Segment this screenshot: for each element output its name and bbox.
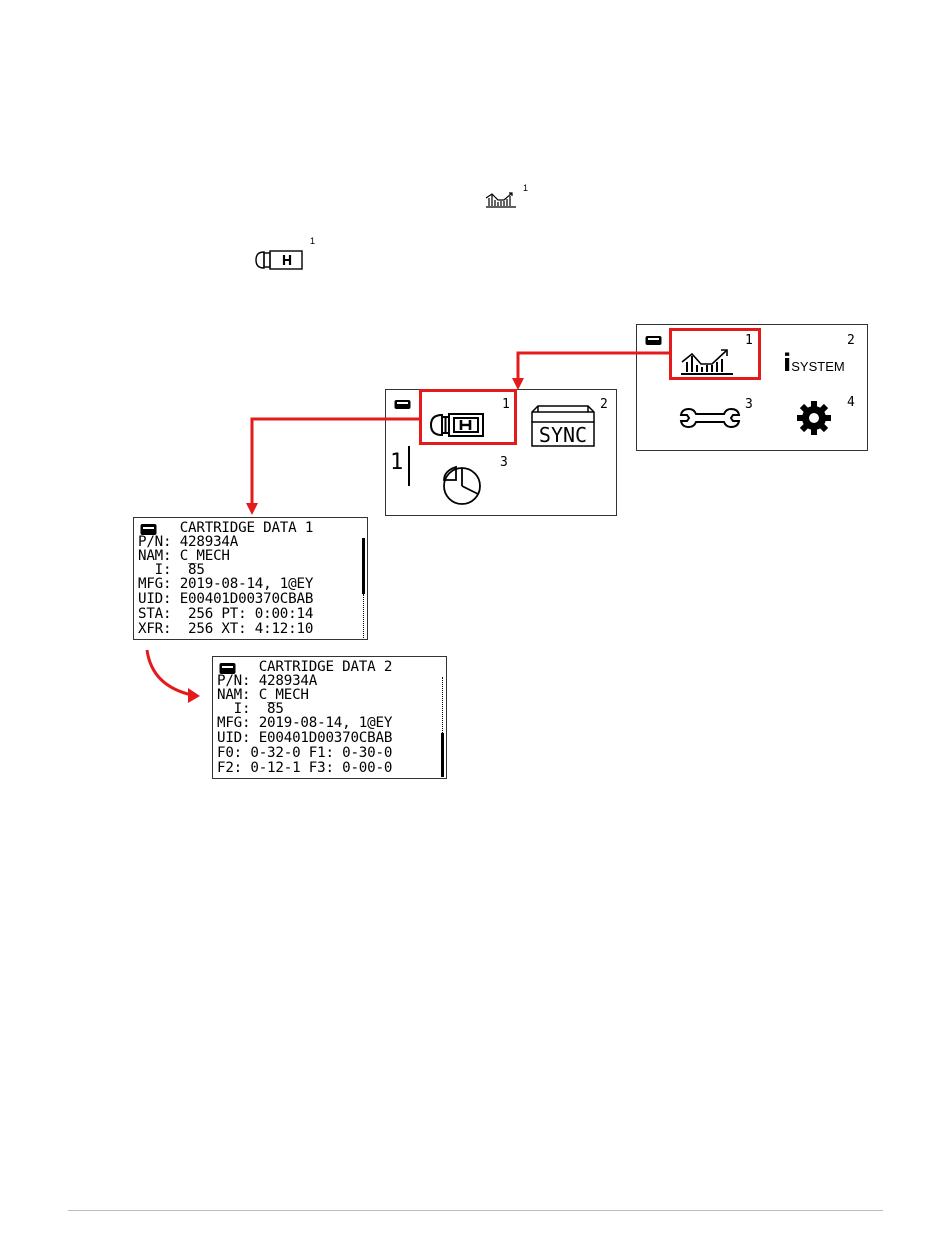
menu-cartridge-icon[interactable]	[428, 409, 504, 441]
menu-item-2-number: 2	[847, 333, 855, 348]
cursor-bar	[408, 446, 410, 486]
data2-nam: NAM: C_MECH	[217, 687, 309, 703]
data2-i: I: 85	[217, 701, 284, 717]
submenu-side-number: 1	[390, 450, 404, 475]
data2-f0-f1: F0: 0-32-0 F1: 0-30-0	[217, 745, 393, 761]
data1-sta: STA: 256 PT: 0:00:14	[138, 606, 314, 622]
data1-i: I: 85	[138, 562, 205, 578]
battery-icon	[645, 335, 663, 346]
arrow-main-to-sub	[516, 351, 669, 380]
navigation-arrows	[145, 351, 669, 703]
data1-xfr: XFR: 256 XT: 4:12:10	[138, 621, 314, 637]
cartridge-data-1-title: CARTRIDGE DATA 1	[138, 520, 314, 536]
menu-item-3-number: 3	[745, 397, 753, 412]
cartridge-data-1-screen: CARTRIDGE DATA 1 P/N: 428934A NAM: C_MEC…	[133, 517, 368, 640]
submenu-item-1-number: 1	[502, 397, 510, 412]
data2-mfg: MFG: 2019-08-14, 1@EY	[217, 715, 393, 731]
data2-pn: P/N: 428934A	[217, 673, 318, 689]
menu-item-4-number: 4	[847, 395, 855, 410]
submenu-item-2-number: 2	[600, 397, 608, 412]
cartridge-ref-number: 1	[310, 236, 316, 246]
main-menu-screen: 1 2 iSYSTEM 3 4	[636, 324, 868, 451]
scrollbar-thumb[interactable]	[441, 733, 444, 777]
main-menu-highlight	[669, 328, 761, 380]
data2-uid: UID: E00401D00370CBAB	[217, 730, 393, 746]
cartridge-data-2-title: CARTRIDGE DATA 2	[217, 659, 393, 675]
menu-item-1-number: 1	[745, 333, 753, 348]
data1-nam: NAM: C_MECH	[138, 548, 230, 564]
data1-uid: UID: E00401D00370CBAB	[138, 591, 314, 607]
menu-system-item[interactable]: iSYSTEM	[783, 351, 845, 375]
chart-ref-number: 1	[523, 183, 529, 193]
battery-icon	[219, 662, 237, 675]
footer-divider	[68, 1210, 883, 1211]
menu-sync-item[interactable]: SYNC	[530, 402, 596, 448]
system-label: SYSTEM	[791, 359, 845, 374]
menu-gear-icon[interactable]	[795, 399, 833, 437]
submenu-item-3-number: 3	[500, 455, 508, 470]
info-icon: i	[783, 349, 792, 377]
scrollbar-thumb[interactable]	[362, 538, 365, 594]
arrow-sub-to-data1	[250, 417, 420, 505]
battery-icon	[394, 399, 412, 410]
menu-wrench-icon[interactable]	[679, 403, 741, 433]
data1-mfg: MFG: 2019-08-14, 1@EY	[138, 576, 314, 592]
cartridge-icon	[254, 248, 306, 272]
menu-chart-icon[interactable]	[679, 345, 735, 377]
battery-icon	[140, 523, 158, 536]
data2-f2-f3: F2: 0-12-1 F3: 0-00-0	[217, 760, 393, 776]
sub-menu-screen: 1 SYNC 2 3 1	[385, 389, 617, 516]
data1-pn: P/N: 428934A	[138, 534, 239, 550]
chart-icon	[484, 190, 518, 208]
scrollbar-track	[442, 677, 444, 733]
scrollbar-track	[363, 594, 365, 638]
sub-menu-highlight	[419, 389, 517, 445]
menu-pie-chart-icon[interactable]	[440, 462, 484, 506]
arrow-data1-to-data2	[145, 649, 193, 697]
cartridge-data-2-screen: CARTRIDGE DATA 2 P/N: 428934A NAM: C_MEC…	[212, 656, 447, 779]
sync-label: SYNC	[539, 423, 587, 447]
